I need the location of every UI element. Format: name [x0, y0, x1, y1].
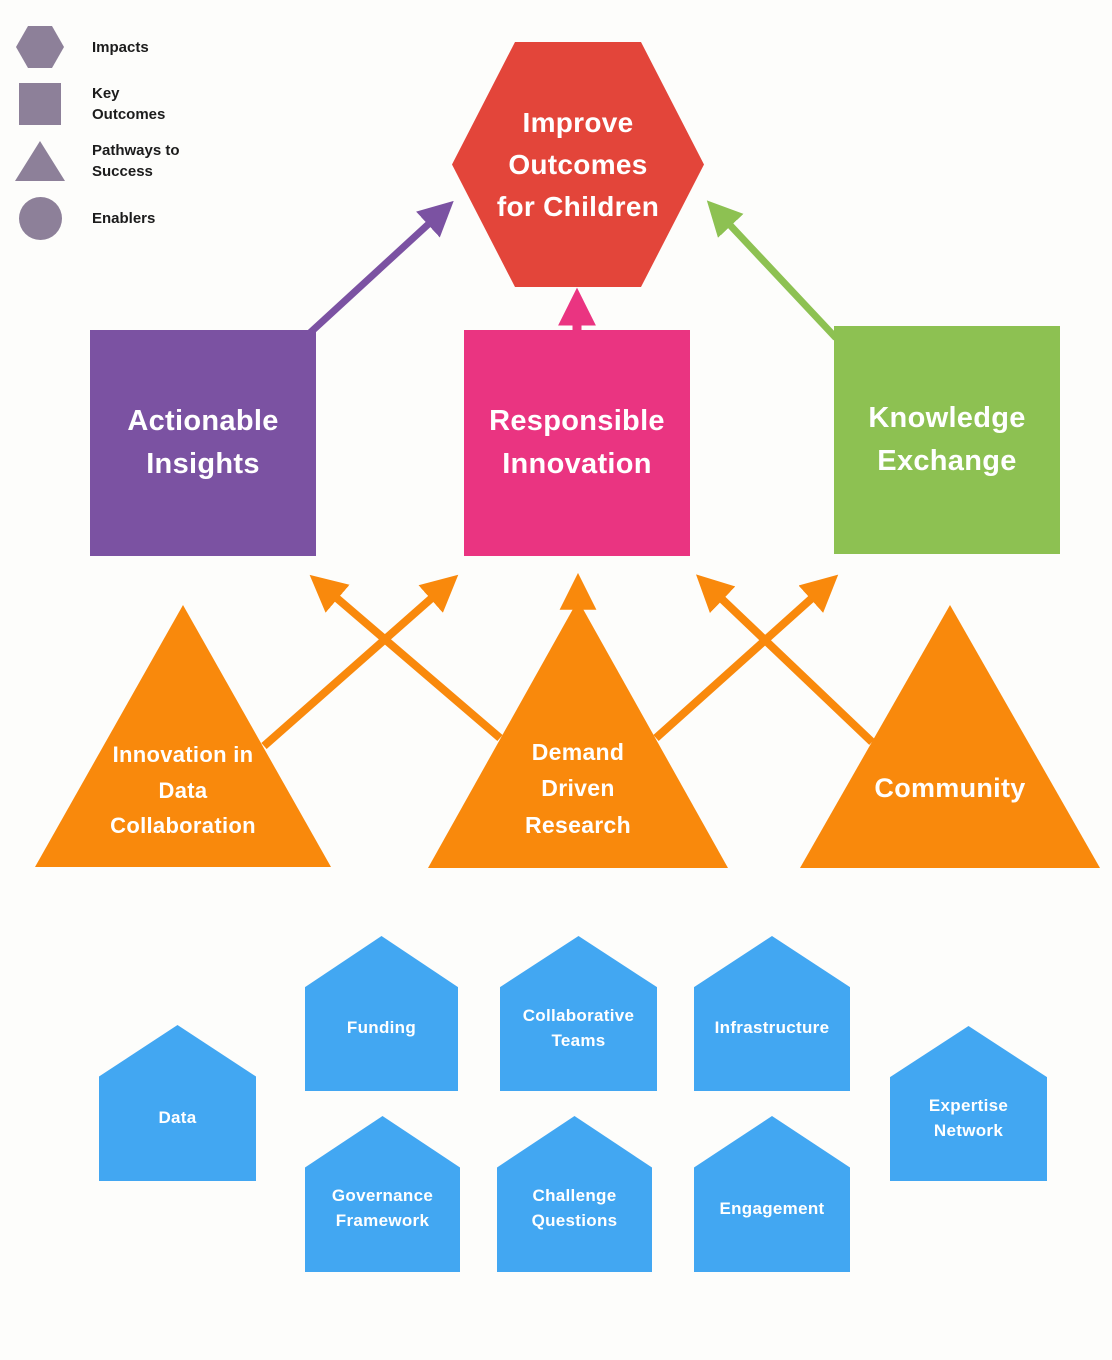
enabler-node-funding: Funding [305, 936, 458, 1091]
pathway-node-innovation-in-data-collaboration: Innovation in Data Collaboration [35, 605, 331, 867]
enabler-label-challenge-questions: Challenge Questions [531, 1186, 618, 1230]
enabler-node-collaborative-teams: Collaborative Teams [500, 936, 657, 1091]
outcome-node-actionable-insights: Actionable Insights [90, 330, 316, 556]
enabler-label-collaborative-teams: Collaborative Teams [522, 1005, 635, 1050]
enabler-label-infrastructure: Infrastructure [714, 1018, 830, 1038]
enabler-label-expertise-network: Expertise Network [928, 1095, 1009, 1140]
pathway-label-community: Community [874, 772, 1026, 803]
outcome-label-actionable-insights: Actionable Insights [127, 404, 279, 481]
pathway-node-demand-driven-research: Demand Driven Research [428, 600, 728, 868]
arrow-innovation-data-to-responsible-innovation [261, 574, 459, 750]
outcome-node-knowledge-exchange: Knowledge Exchange [834, 326, 1060, 554]
enabler-label-funding: Funding [346, 1018, 417, 1038]
circle-icon [14, 197, 66, 240]
enabler-node-infrastructure: Infrastructure [694, 936, 850, 1091]
triangle-icon [14, 141, 66, 181]
enabler-node-governance-framework: Governance Framework [305, 1116, 460, 1272]
enabler-node-engagement: Engagement [694, 1116, 850, 1272]
outcome-label-knowledge-exchange: Knowledge Exchange [868, 401, 1026, 478]
pathway-label-innovation-in-data-collaboration: Innovation in Data Collaboration [110, 742, 256, 838]
legend: Impacts Key Outcomes Pathways to Success… [14, 26, 188, 240]
outcome-node-responsible-innovation: Responsible Innovation [464, 330, 690, 556]
impact-node-improve-outcomes: Improve Outcomes for Children [452, 42, 704, 287]
enabler-label-governance-framework: Governance Framework [331, 1186, 434, 1230]
enabler-label-engagement: Engagement [719, 1198, 825, 1218]
arrow-community-to-responsible-innovation [696, 574, 875, 745]
legend-label-key-outcomes: Key Outcomes [92, 85, 166, 123]
square-icon [14, 83, 66, 125]
pathway-node-community: Community [800, 605, 1100, 868]
pathway-label-demand-driven-research: Demand Driven Research [525, 738, 631, 839]
outcome-label-responsible-innovation: Responsible Innovation [489, 404, 665, 481]
hexagon-icon [14, 26, 66, 68]
arrow-demand-driven-to-actionable-insights [309, 574, 503, 742]
enabler-label-data: Data [158, 1107, 197, 1127]
legend-item-pathways: Pathways to Success [14, 140, 188, 182]
arrow-demand-driven-to-knowledge-exchange [653, 574, 839, 741]
enabler-node-challenge-questions: Challenge Questions [497, 1116, 652, 1272]
legend-label-pathways: Pathways to Success [92, 142, 180, 180]
legend-item-impacts: Impacts [14, 26, 188, 68]
legend-item-enablers: Enablers [14, 197, 188, 240]
legend-label-enablers: Enablers [92, 210, 156, 227]
legend-item-key-outcomes: Key Outcomes [14, 83, 188, 125]
arrow-actionable-insights-to-impact [297, 200, 454, 345]
legend-label-impacts: Impacts [92, 38, 149, 56]
impact-label: Improve Outcomes for Children [496, 106, 660, 222]
arrow-knowledge-exchange-to-impact [706, 200, 839, 341]
enabler-node-data: Data [99, 1025, 256, 1181]
enabler-node-expertise-network: Expertise Network [890, 1026, 1047, 1181]
